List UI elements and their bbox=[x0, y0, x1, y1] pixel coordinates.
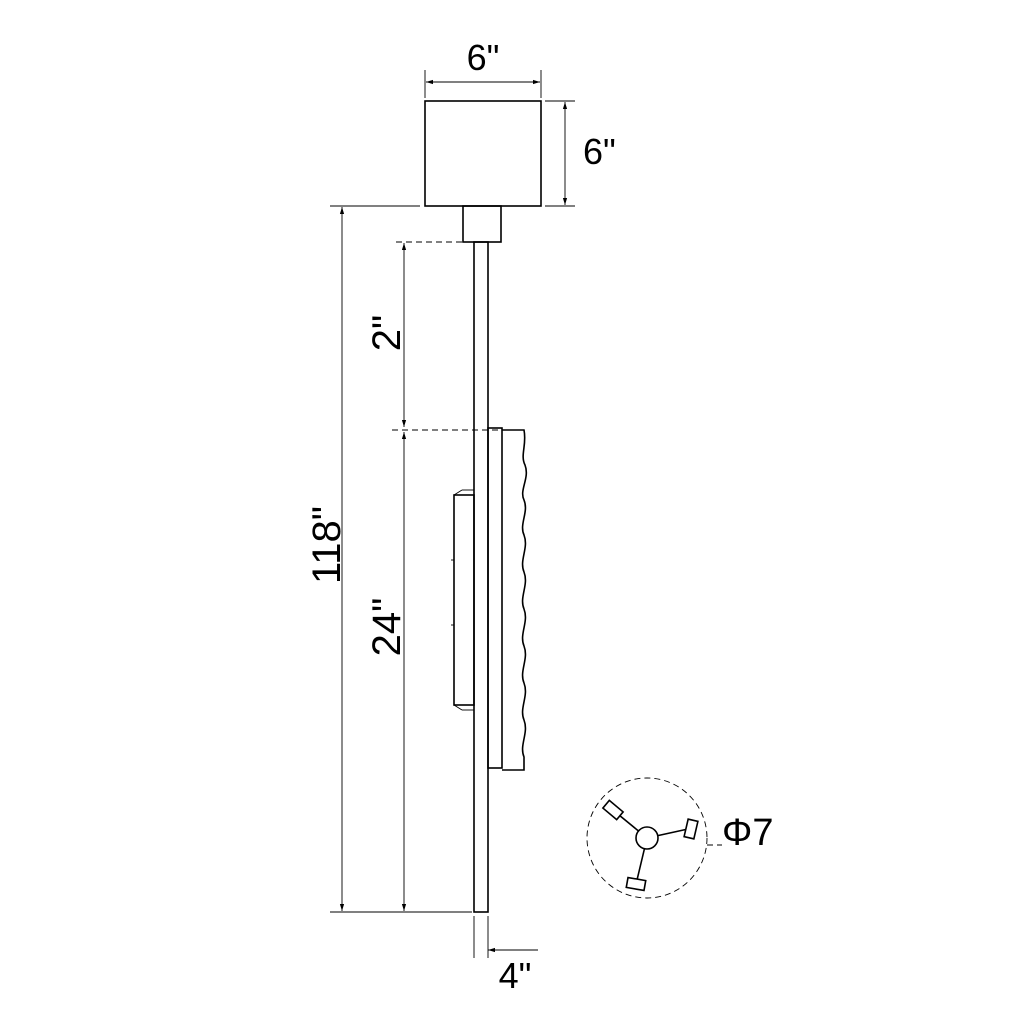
rod-depth-dimension: 4" bbox=[473, 916, 538, 996]
canopy-height-dimension: 6" bbox=[545, 100, 616, 207]
arm-end-1 bbox=[601, 799, 625, 821]
wavy-shade bbox=[502, 429, 528, 771]
neck-connector bbox=[462, 205, 502, 243]
canopy bbox=[424, 100, 542, 207]
rod bbox=[473, 241, 489, 913]
shade-length-dimension: 24" bbox=[365, 429, 500, 911]
arm-end-2 bbox=[683, 818, 699, 840]
mounting-plate bbox=[487, 427, 503, 769]
canopy-width-dimension: 6" bbox=[424, 37, 542, 98]
top-gap-dimension: 2" bbox=[365, 241, 470, 427]
canopy-width-label: 6" bbox=[467, 37, 500, 78]
arm-end-3 bbox=[625, 876, 647, 892]
top-gap-label: 2" bbox=[365, 315, 409, 351]
top-view: Φ7 bbox=[586, 777, 773, 899]
overall-height-label: 118" bbox=[305, 506, 349, 584]
shade-length-label: 24" bbox=[365, 598, 409, 657]
driver-box bbox=[453, 494, 475, 706]
top-view-outline bbox=[586, 777, 708, 899]
top-view-hub bbox=[635, 826, 659, 850]
overall-height-dimension: 118" bbox=[305, 205, 472, 913]
rod-depth-label: 4" bbox=[499, 955, 532, 996]
top-view-diameter-label: Φ7 bbox=[722, 812, 773, 854]
canopy-height-label: 6" bbox=[583, 131, 616, 172]
